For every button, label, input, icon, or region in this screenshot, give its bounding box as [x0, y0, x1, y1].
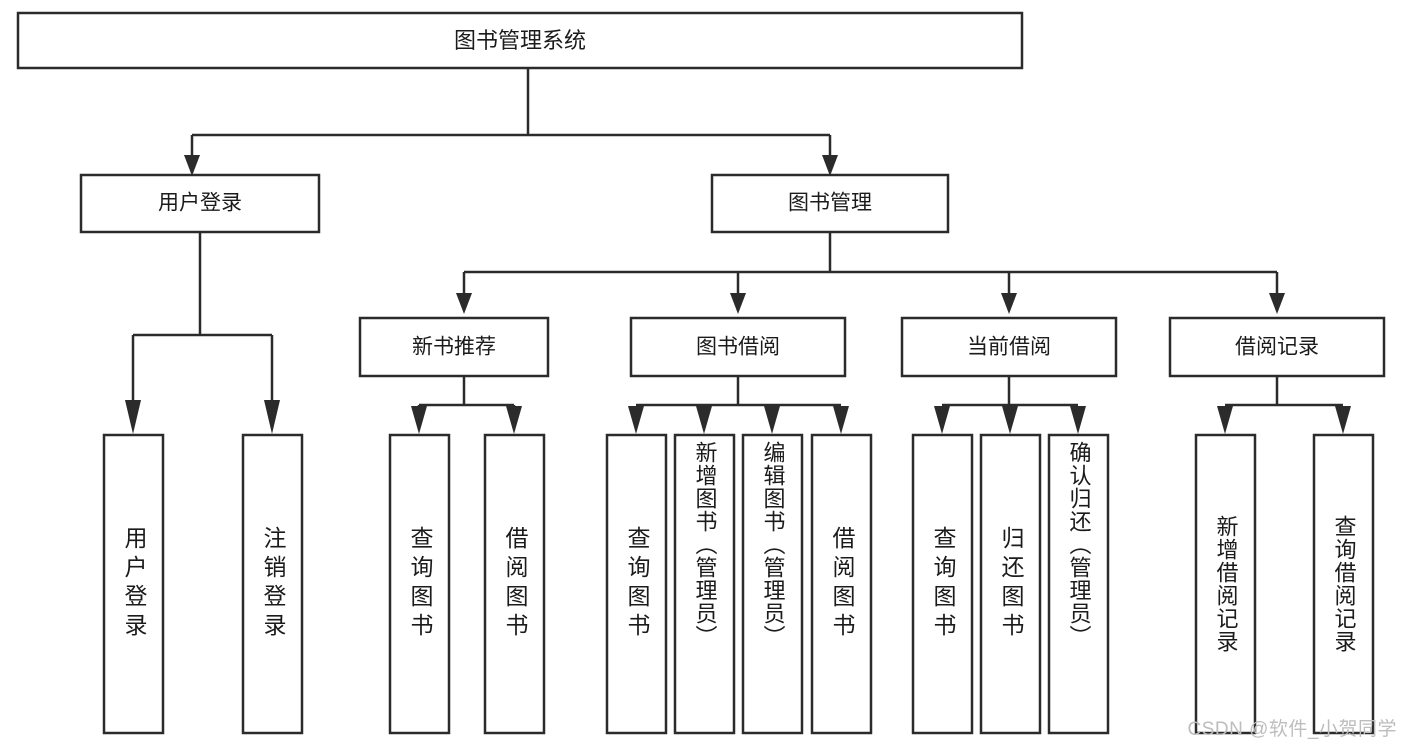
- arrow-bb-l3-icon: [764, 406, 780, 434]
- arrow-br-l1-icon: [1217, 406, 1233, 434]
- leaf-box-edit-book[interactable]: [741, 433, 804, 735]
- node-borrow-record[interactable]: 借阅记录: [1168, 316, 1386, 378]
- leaf-box-add-book[interactable]: [673, 433, 736, 735]
- node-new-book-recommend-label: 新书推荐: [412, 336, 496, 359]
- leaf-box-borrow-book-1[interactable]: [483, 433, 546, 735]
- connector-group-current-borrow: [934, 376, 1086, 434]
- node-current-borrow-box[interactable]: [900, 316, 1118, 378]
- node-root-box[interactable]: [16, 11, 1024, 70]
- connector-group-user-login: [125, 232, 280, 434]
- watermark-text: CSDN @软件_小贺同学: [1187, 719, 1397, 740]
- connector-group-borrow-record: [1217, 376, 1351, 434]
- arrow-cb-l1-icon: [934, 406, 950, 434]
- arrow-ul-l1-icon: [125, 400, 141, 434]
- node-current-borrow-label: 当前借阅: [967, 336, 1051, 359]
- arrow-br-l2-icon: [1335, 406, 1351, 434]
- arrow-bm-c2-icon: [730, 293, 746, 314]
- arrow-bb-l4-icon: [833, 406, 849, 434]
- connector-group-root: [184, 68, 838, 176]
- connector-group-book-manage: [456, 232, 1285, 314]
- node-root[interactable]: 图书管理系统: [16, 11, 1024, 70]
- arrow-cb-l3-icon: [1070, 406, 1086, 434]
- arrow-cb-l2-icon: [1002, 406, 1018, 434]
- leaf-box-user-login[interactable]: [102, 433, 165, 735]
- node-root-label: 图书管理系统: [454, 28, 586, 53]
- node-book-borrow-label: 图书借阅: [696, 336, 780, 359]
- leaf-box-query-book-3[interactable]: [911, 433, 974, 735]
- arrow-nbr-l1-icon: [411, 406, 427, 434]
- arrow-root-to-user-login-icon: [184, 155, 200, 176]
- leaf-box-query-book-1[interactable]: [388, 433, 451, 735]
- node-new-book-recommend[interactable]: 新书推荐: [358, 316, 550, 378]
- leaf-box-query-record[interactable]: [1312, 433, 1375, 735]
- node-user-login-box[interactable]: [79, 173, 321, 234]
- leaf-box-borrow-book-2[interactable]: [810, 433, 873, 735]
- node-borrow-record-label: 借阅记录: [1235, 336, 1319, 359]
- node-book-borrow-box[interactable]: [629, 316, 847, 378]
- leaf-box-add-record[interactable]: [1194, 433, 1257, 735]
- leaf-box-confirm-return[interactable]: [1047, 433, 1110, 735]
- arrow-ul-l2-icon: [264, 400, 280, 434]
- leaf-box-query-book-2[interactable]: [605, 433, 668, 735]
- node-borrow-record-box[interactable]: [1168, 316, 1386, 378]
- arrow-nbr-l2-icon: [506, 406, 522, 434]
- arrow-bb-l1-icon: [628, 406, 644, 434]
- leaf-box-return-book[interactable]: [979, 433, 1042, 735]
- node-book-manage-label: 图书管理: [788, 192, 872, 215]
- node-user-login-label: 用户登录: [158, 192, 242, 215]
- connector-group-new-book-recommend: [411, 376, 522, 434]
- arrow-bb-l2-icon: [696, 406, 712, 434]
- node-new-book-recommend-box[interactable]: [358, 316, 550, 378]
- node-user-login[interactable]: 用户登录: [79, 173, 321, 234]
- arrow-bm-c4-icon: [1269, 293, 1285, 314]
- node-book-borrow[interactable]: 图书借阅: [629, 316, 847, 378]
- connector-group-book-borrow: [628, 376, 849, 434]
- arrow-bm-c3-icon: [1001, 293, 1017, 314]
- arrow-bm-c1-icon: [456, 293, 472, 314]
- node-book-manage[interactable]: 图书管理: [710, 173, 950, 234]
- arrow-root-to-book-manage-icon: [822, 155, 838, 176]
- node-current-borrow[interactable]: 当前借阅: [900, 316, 1118, 378]
- node-book-manage-box[interactable]: [710, 173, 950, 234]
- leaf-box-user-logout[interactable]: [241, 433, 304, 735]
